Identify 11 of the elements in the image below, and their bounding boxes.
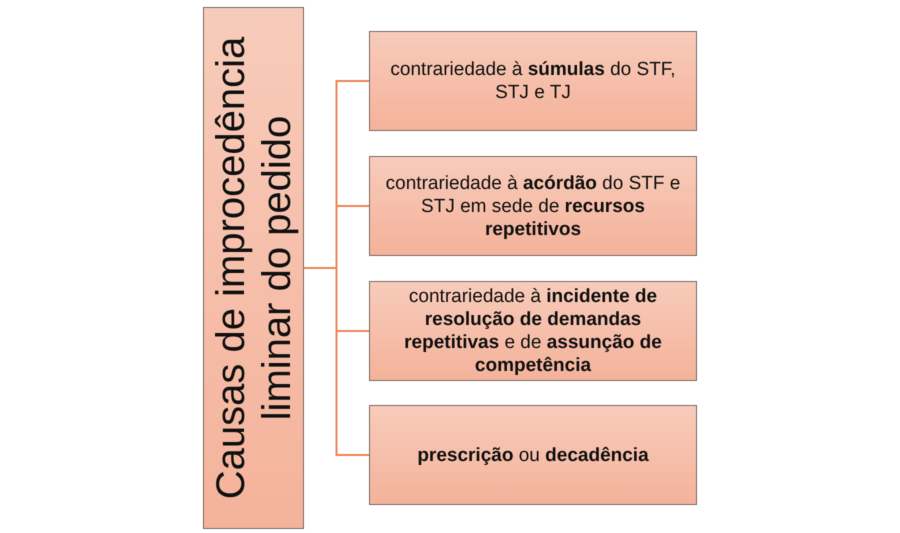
cause-box	[369, 281, 697, 381]
topic-text: Causas de improcedência liminar do pedido	[208, 36, 300, 502]
cause-box	[369, 405, 697, 505]
cause-box	[369, 156, 697, 256]
cause-box	[369, 31, 697, 131]
cause-text: contrariedade à acórdão do STF e STJ em sede de recursos repetitivos	[384, 172, 682, 240]
cause-text: contrariedade à incidente de resolução de demandas repetitivas e de assunção de competência	[403, 285, 663, 377]
cause-text: prescrição ou decadência	[417, 444, 649, 466]
cause-text: contrariedade à súmulas do STF, STJ e TJ	[389, 58, 677, 104]
topic-box	[203, 7, 304, 529]
connector-line	[304, 267, 369, 456]
